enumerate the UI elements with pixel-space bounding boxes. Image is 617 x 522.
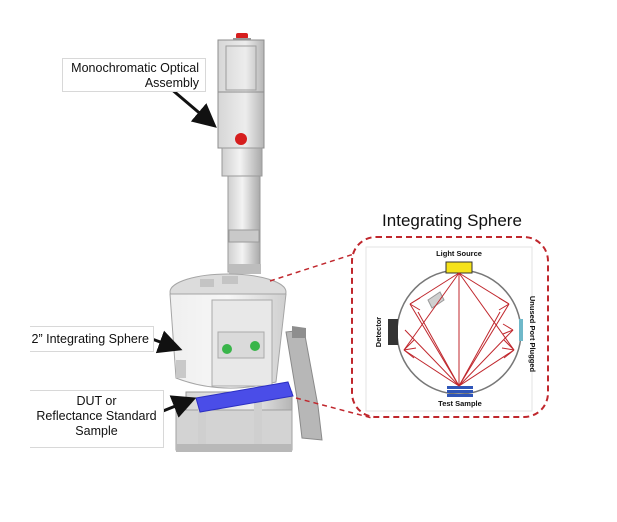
- red-top-knob: [236, 33, 248, 39]
- light-rays: [403, 272, 515, 387]
- detector-block: [388, 319, 398, 345]
- baffle: [427, 291, 445, 309]
- callout-optical-assembly: Monochromatic Optical Assembly: [62, 58, 206, 92]
- dut-line1: DUT or: [76, 394, 117, 408]
- unused-port-block: [519, 319, 523, 341]
- inset-title: Integrating Sphere: [382, 211, 522, 230]
- reflection-fans: [403, 297, 515, 359]
- test-sample-block: [447, 386, 473, 397]
- dut-line2: Reflectance Standard: [36, 409, 157, 423]
- optical-assembly-line1: Monochromatic Optical: [71, 61, 199, 75]
- green-led-icon: [250, 341, 260, 351]
- label-test-sample: Test Sample: [438, 399, 482, 408]
- arrow-integrating-sphere: [151, 330, 183, 354]
- label-detector: Detector: [374, 317, 383, 348]
- callout-integrating-sphere: 2” Integrating Sphere: [30, 326, 154, 352]
- green-led-icon: [222, 344, 232, 354]
- dut-line3: Sample: [75, 424, 118, 438]
- label-light-source: Light Source: [436, 249, 482, 258]
- light-source-block: [445, 261, 473, 274]
- red-knob-icon: [235, 133, 247, 145]
- arrow-optical-assembly: [169, 86, 217, 128]
- inset-connector-top: [269, 252, 358, 282]
- sphere-housing: [169, 273, 323, 441]
- inset-connector-bottom: [295, 397, 373, 419]
- integrating-sphere-label: 2” Integrating Sphere: [31, 332, 149, 346]
- dut-plate: [195, 381, 294, 413]
- label-unused-port: Unused Port Plugged: [528, 296, 537, 373]
- optical-assembly: [217, 33, 265, 274]
- optical-assembly-line2: Assembly: [144, 76, 199, 90]
- callout-dut: DUT or Reflectance Standard Sample: [30, 390, 164, 448]
